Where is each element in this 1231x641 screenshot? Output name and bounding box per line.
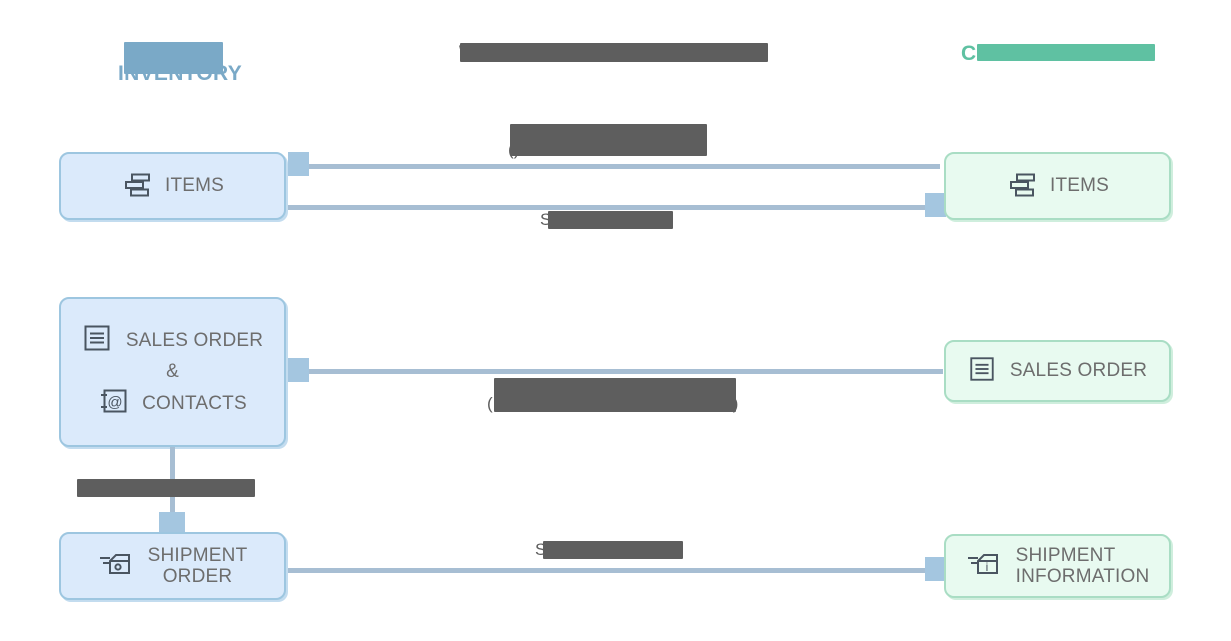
stacked-bars-icon <box>1006 169 1036 204</box>
redaction-edge-items-top <box>510 124 707 156</box>
edge-label-sales-order-text: ( <box>487 394 493 413</box>
column-heading-right: C <box>961 42 977 65</box>
redaction-edge-items-bottom <box>548 211 673 229</box>
node-sales-order-row: SALES ORDER <box>82 323 263 358</box>
node-sales-order-right[interactable]: SALES ORDER <box>944 340 1171 402</box>
svg-text:@: @ <box>108 394 123 411</box>
redaction-edge-shipment <box>543 541 683 559</box>
connector-items-top <box>290 164 940 169</box>
node-contacts-row: @ CONTACTS <box>98 386 247 421</box>
redaction-middle-heading <box>460 43 768 62</box>
connector-nub-shipment-top <box>159 512 185 534</box>
stacked-bars-icon <box>121 169 151 204</box>
document-lines-icon <box>968 355 996 388</box>
svg-text:i: i <box>985 560 988 574</box>
connector-nub-items-left-top <box>288 152 309 176</box>
connector-sales-order <box>290 369 943 374</box>
edge-label-items-bottom-text: S <box>540 210 552 229</box>
shipment-info-box-icon: i <box>966 549 1002 584</box>
node-shipment-information-right[interactable]: i SHIPMENT INFORMATION <box>944 534 1171 598</box>
connector-shipment <box>286 568 941 573</box>
redaction-right-heading <box>977 44 1155 61</box>
node-sales-order-left-label: SALES ORDER <box>125 329 264 351</box>
node-shipment-information-right-label: SHIPMENT INFORMATION <box>1015 544 1150 587</box>
redaction-edge-shipment-vertical <box>77 479 255 497</box>
document-lines-icon <box>82 323 112 358</box>
node-items-left-label: ITEMS <box>164 175 225 197</box>
shipment-box-icon <box>98 549 134 584</box>
connector-nub-shipment-right <box>925 557 946 581</box>
node-shipment-order-left-label: SHIPMENT ORDER <box>147 544 248 587</box>
redaction-inventory-heading <box>124 42 223 74</box>
node-contacts-left-label: CONTACTS <box>142 392 247 414</box>
node-items-left[interactable]: ITEMS <box>59 152 286 220</box>
node-sales-order-right-label: SALES ORDER <box>1009 360 1148 382</box>
connector-items-bottom <box>286 205 941 210</box>
connector-nub-items-right-bottom <box>925 193 946 217</box>
contacts-at-icon: @ <box>98 386 128 421</box>
node-items-right[interactable]: ITEMS <box>944 152 1171 220</box>
node-sales-order-contacts-left[interactable]: SALES ORDER & @ CONTACTS <box>59 297 286 447</box>
redaction-edge-sales-order <box>494 378 736 412</box>
node-ampersand: & <box>166 361 179 382</box>
node-shipment-order-left[interactable]: SHIPMENT ORDER <box>59 532 286 600</box>
connector-nub-sales-order-left <box>288 358 309 382</box>
edge-label-shipment-text: S <box>535 540 547 559</box>
node-items-right-label: ITEMS <box>1049 175 1110 197</box>
